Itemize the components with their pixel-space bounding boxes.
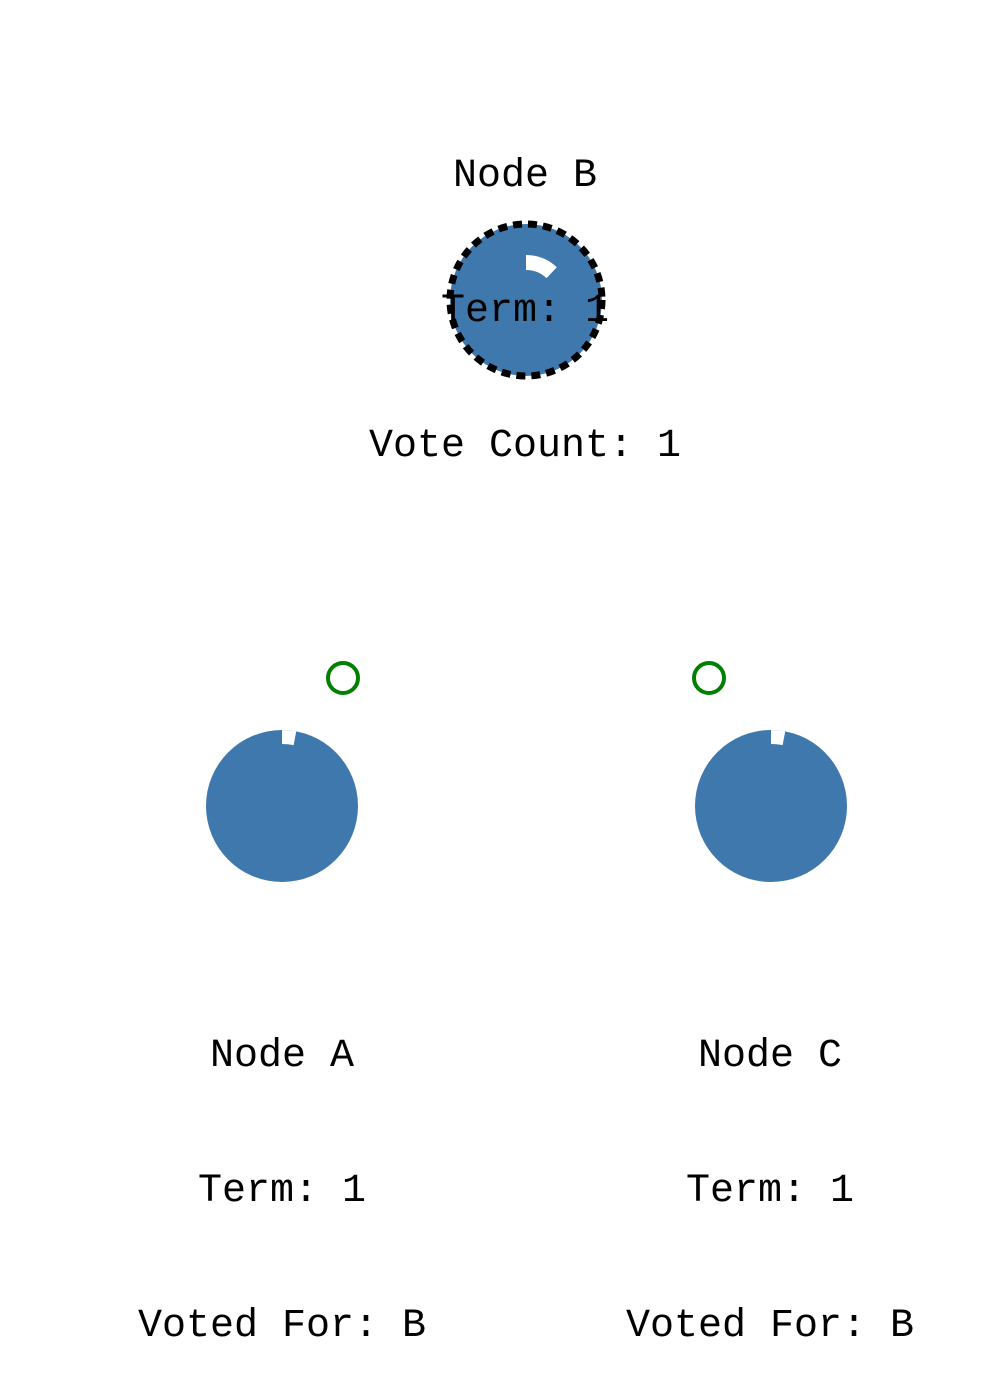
vote-reply-message-a-to-b xyxy=(326,661,360,695)
node-a-election-timer-arc xyxy=(282,730,297,746)
node-b-election-timer-arc xyxy=(526,255,557,279)
node-a-body xyxy=(206,730,358,882)
node-c-voted-for: Voted For: B xyxy=(625,1304,915,1349)
node-b-candidate-outline xyxy=(446,220,606,380)
node-a-label: Node A Term: 1 Voted For: B xyxy=(62,944,502,1394)
vote-reply-message-c-to-b xyxy=(692,661,726,695)
node-b[interactable] xyxy=(446,220,606,380)
node-b-vote-count: Vote Count: 1 xyxy=(368,424,682,469)
node-b-label: Node B Term: 1 Vote Count: 1 xyxy=(305,64,745,514)
node-a-term: Term: 1 xyxy=(197,1169,367,1214)
node-c-label: Node C Term: 1 Voted For: B xyxy=(550,944,990,1394)
node-b-name: Node B xyxy=(452,154,598,199)
node-a-voted-for: Voted For: B xyxy=(137,1304,427,1349)
node-c-body xyxy=(695,730,847,882)
node-b-body xyxy=(450,224,602,376)
node-b-term: Term: 1 xyxy=(440,289,610,334)
node-c-term: Term: 1 xyxy=(685,1169,855,1214)
node-c-election-timer-arc xyxy=(771,730,786,746)
node-c-name: Node C xyxy=(697,1034,843,1079)
node-c[interactable] xyxy=(695,730,847,882)
cluster-diagram xyxy=(206,220,847,882)
node-a-name: Node A xyxy=(209,1034,355,1079)
node-a[interactable] xyxy=(206,730,358,882)
